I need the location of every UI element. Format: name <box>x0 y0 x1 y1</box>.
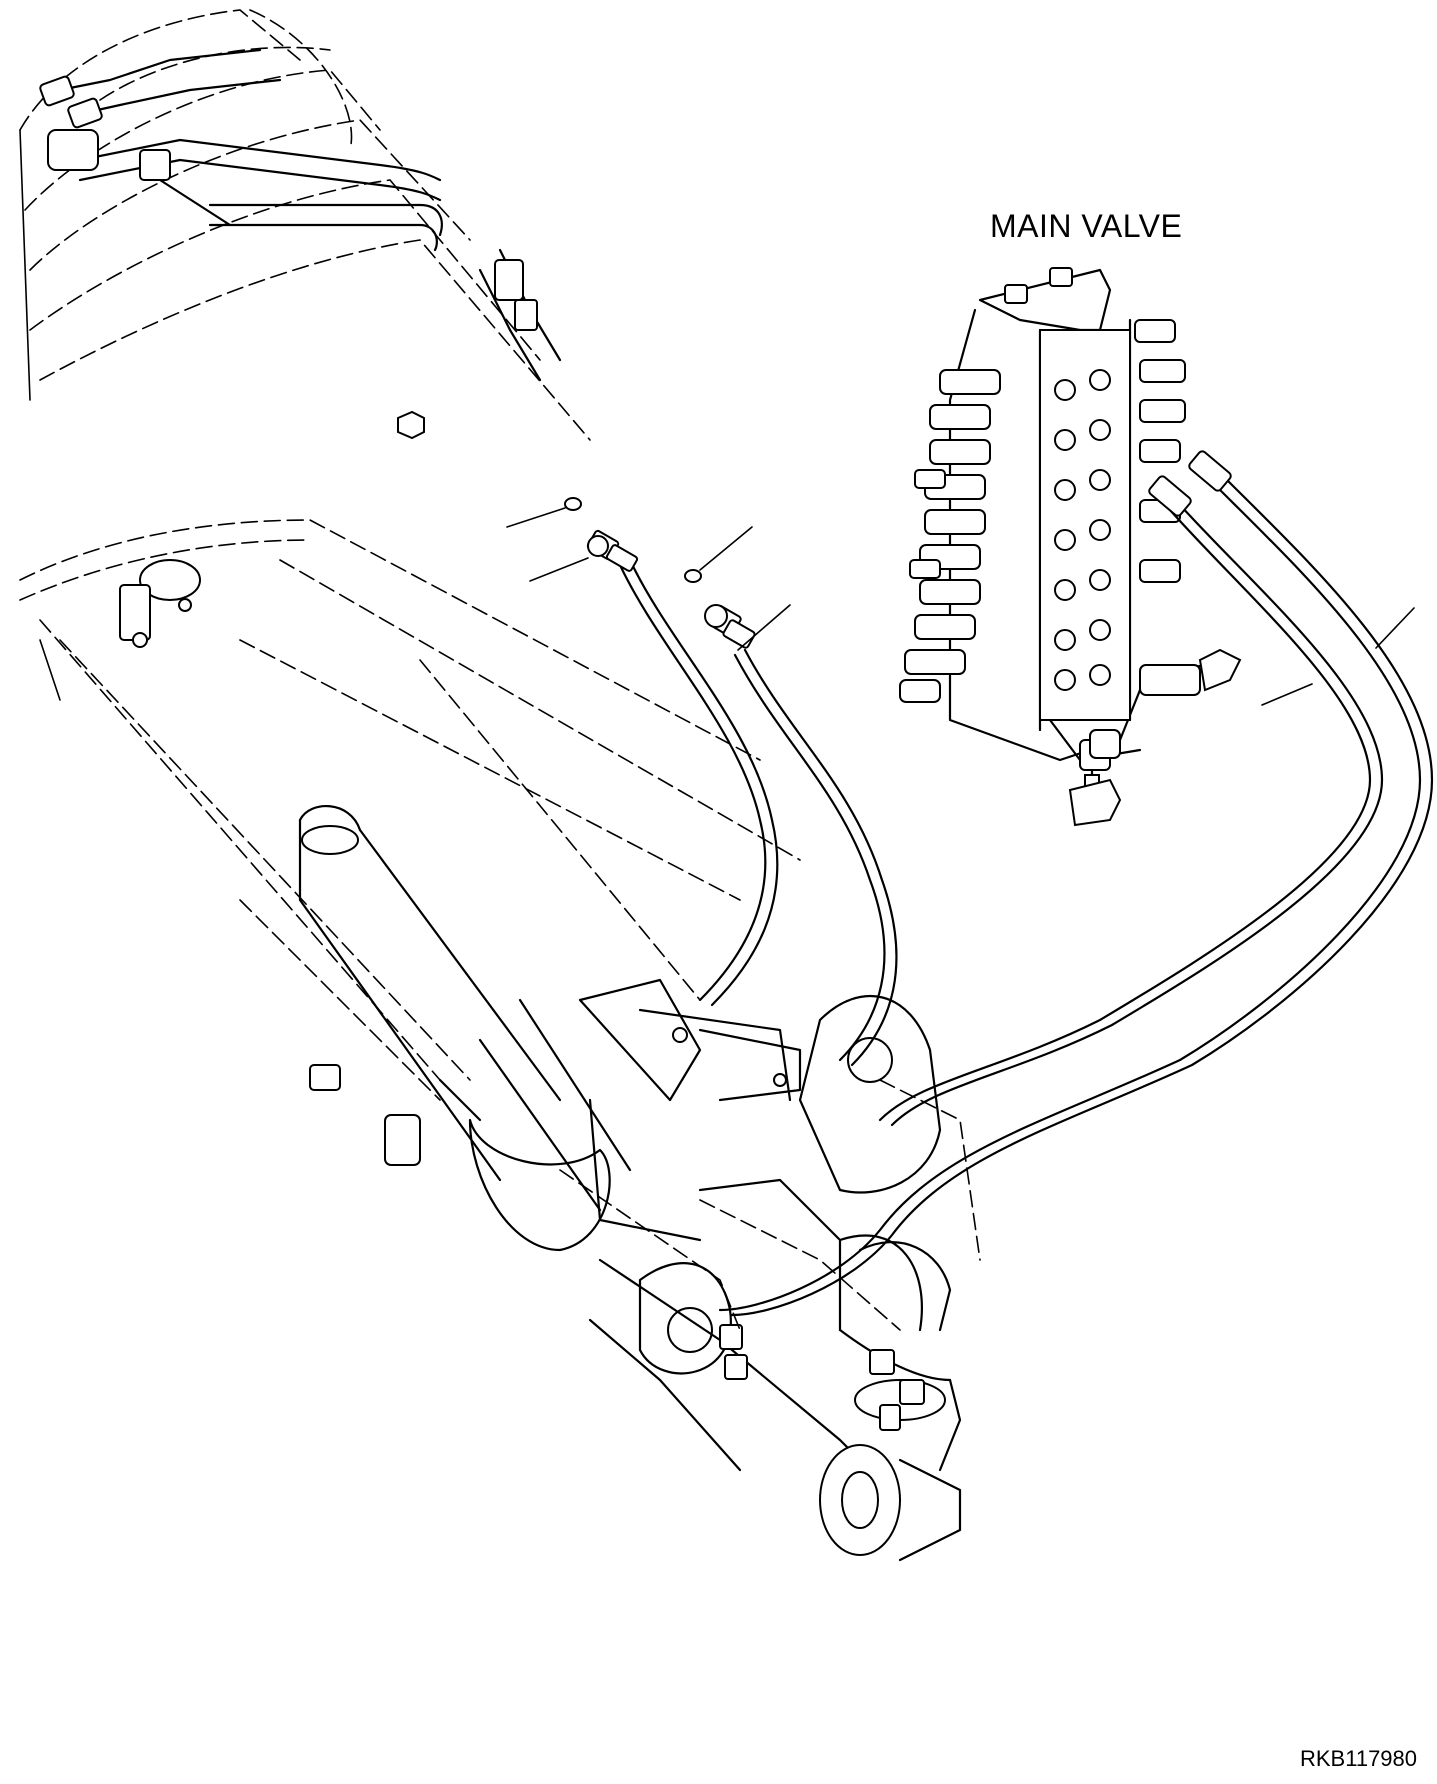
o-ring-icon <box>684 569 702 583</box>
boom-pin-boss <box>119 559 201 648</box>
o-ring-icon <box>564 497 582 511</box>
upper-boom-structure <box>19 9 591 441</box>
upper-pipes <box>39 48 562 440</box>
main-valve <box>899 267 1242 827</box>
hose-left <box>586 529 779 1007</box>
main-valve-label: MAIN VALVE <box>990 208 1183 244</box>
swing-bracket <box>559 978 981 1562</box>
valve-spools <box>899 369 1001 703</box>
drawing-code: RKB117980 <box>1300 1746 1418 1771</box>
valve-right-fittings <box>1134 319 1186 583</box>
hose-right <box>718 450 1434 1317</box>
o-rings <box>564 497 702 583</box>
nut-icon <box>397 410 425 440</box>
valve-ports <box>1054 369 1111 691</box>
boom-cylinder <box>298 805 632 1252</box>
leader-lines <box>506 507 1415 706</box>
hose-middle <box>704 604 898 1067</box>
